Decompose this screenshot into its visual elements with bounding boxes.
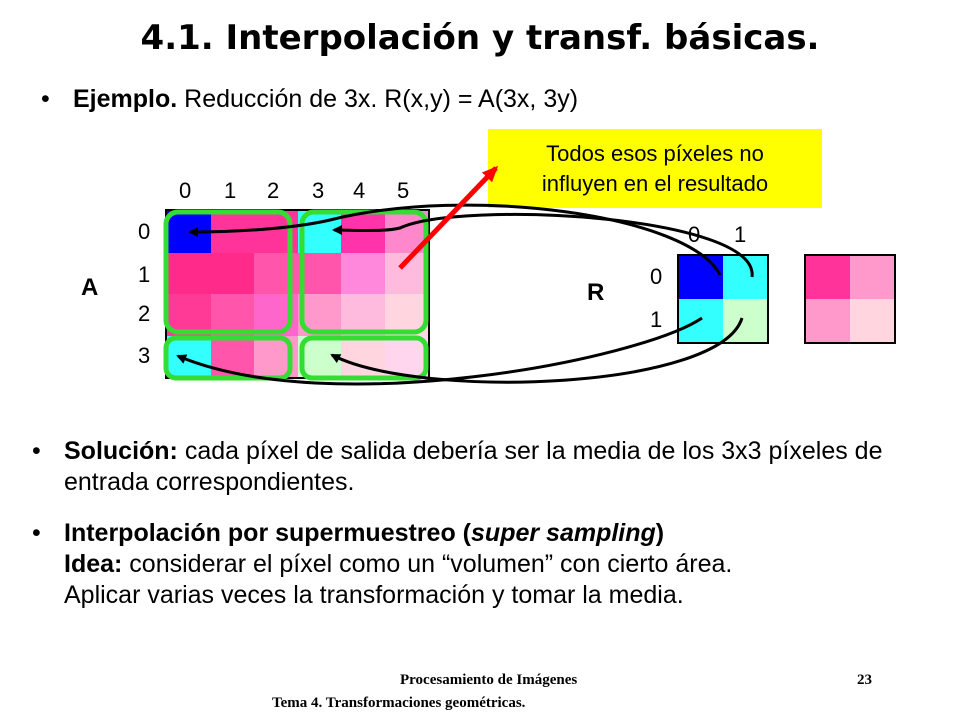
bullet-dot: •	[41, 85, 50, 113]
matrix-a-cell-2-4	[341, 294, 385, 336]
matrix-a-cell-3-0	[167, 335, 211, 377]
matrix-a-cell-2-1	[210, 294, 254, 336]
matrix-a-col-label-5: 5	[397, 178, 410, 203]
matrix-a-cell-2-0	[167, 294, 211, 336]
matrix-a-name: A	[81, 274, 99, 301]
idea-line: Idea: considerar el píxel como un “volum…	[64, 549, 944, 580]
group-outline-1-0	[163, 335, 293, 381]
matrix-r-col-label-1: 1	[734, 222, 747, 247]
matrix-a-cell-1-0	[167, 252, 211, 294]
callout-line-2: influyen en el resultado	[541, 170, 769, 196]
matrix-r-cell-0-1	[723, 256, 767, 299]
matrix-average	[804, 254, 896, 344]
solution-text: cada píxel de salida debería ser la medi…	[64, 437, 883, 496]
bullet-dot: •	[32, 437, 41, 465]
group-outline-0-0	[163, 209, 293, 335]
matrix-r-name: R	[587, 279, 605, 306]
example-bullet: • Ejemplo. Reducción de 3x. R(x,y) = A(3…	[41, 84, 923, 115]
matrix-a-col-label-3: 3	[312, 178, 325, 203]
footer-topic: Tema 4. Transformaciones geométricas.	[272, 695, 526, 711]
callout-box: Todos esos píxeles no influyen en el res…	[488, 129, 822, 208]
matrix-a-col-label-1: 1	[224, 178, 237, 203]
matrix-a-row-label-2: 2	[138, 301, 151, 326]
solution-bullet: • Solución: cada píxel de salida debería…	[32, 436, 924, 498]
footer-page-number: 23	[857, 672, 872, 688]
idea-label: Idea:	[64, 550, 123, 578]
matrix-r-row-label-1: 1	[650, 307, 663, 332]
matrix-a-cell-1-3	[297, 252, 341, 294]
matrix-average-cell-1-0	[806, 299, 850, 342]
footer-course: Procesamiento de Imágenes	[400, 672, 578, 688]
mapping-arrow-1-1	[330, 317, 744, 384]
matrix-a-cell-3-5	[384, 335, 428, 377]
matrix-a-cell-1-4	[341, 252, 385, 294]
matrix-average-cell-0-0	[806, 256, 850, 299]
example-text: Reducción de 3x. R(x,y) = A(3x, 3y)	[177, 85, 579, 113]
mapping-arrow-1-0	[176, 316, 703, 386]
mapping-arrow-0-0	[188, 203, 722, 276]
callout-pointer-arrow	[398, 165, 499, 270]
solution-label: Solución:	[64, 437, 178, 465]
idea-text: considerar el píxel como un “volumen” co…	[122, 550, 733, 578]
supersampling-label-b: )	[655, 519, 665, 547]
supersampling-heading: Interpolación por supermuestreo (super s…	[64, 518, 944, 549]
supersampling-bullet: • Interpolación por supermuestreo (super…	[32, 518, 944, 611]
matrix-a-row-label-0: 0	[138, 219, 151, 244]
matrix-a-col-label-4: 4	[353, 178, 366, 203]
matrix-a-col-label-0: 0	[179, 178, 192, 203]
matrix-a-row-label-1: 1	[138, 262, 151, 287]
bullet-dot: •	[32, 519, 41, 547]
matrix-r-cell-1-0	[679, 299, 723, 342]
supersampling-label-a: Interpolación por supermuestreo (	[64, 519, 472, 547]
matrix-average-cell-1-1	[850, 299, 894, 342]
example-label: Ejemplo.	[73, 85, 178, 113]
matrix-a-cell-1-1	[210, 252, 254, 294]
slide-title: 4.1. Interpolación y transf. básicas.	[140, 18, 820, 58]
supersampling-line-3: Aplicar varias veces la transformación y…	[64, 581, 684, 609]
group-outline-1-1	[299, 335, 429, 381]
matrix-a-row-label-3: 3	[138, 343, 151, 368]
matrix-a-col-label-2: 2	[267, 178, 280, 203]
matrix-r-cell-0-0	[679, 256, 723, 299]
callout-line-1: Todos esos píxeles no	[546, 140, 764, 166]
mapping-arrow-0-1	[332, 212, 754, 278]
supersampling-label-italic: super sampling	[471, 519, 656, 547]
matrix-r-row-label-0: 0	[650, 264, 663, 289]
matrix-average-cell-0-1	[850, 256, 894, 299]
